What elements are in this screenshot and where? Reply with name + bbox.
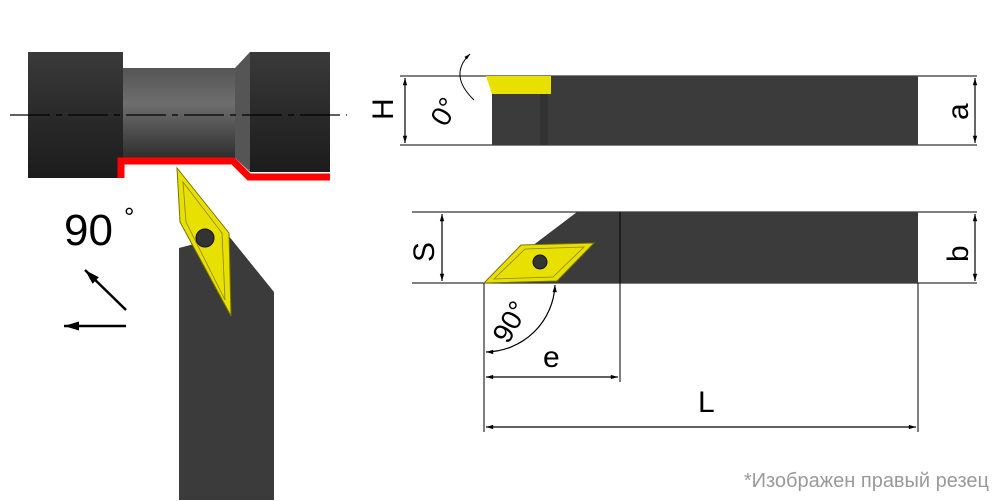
workpiece	[10, 52, 347, 181]
rake-angle-label: 0°	[424, 92, 464, 131]
dim-L-label: L	[698, 386, 715, 419]
machined-contour	[117, 157, 330, 181]
degree-symbol: °	[124, 202, 134, 232]
dim-b-label: b	[942, 245, 975, 262]
feed-arrow-diagonal	[84, 269, 127, 311]
dim-a-label: a	[942, 103, 975, 120]
approach-angle-label: 90	[64, 206, 113, 255]
footnote: *Изображен правый резец	[743, 470, 989, 492]
dim-H-label: H	[367, 98, 400, 120]
holder-top-view	[176, 166, 274, 500]
holder-side-view	[400, 53, 978, 146]
dim-e-label: e	[543, 341, 560, 374]
holder-plan-view	[412, 211, 978, 432]
insert-side	[486, 76, 551, 94]
insert-screw	[195, 228, 215, 248]
insert-angle-label: 90°	[486, 296, 534, 348]
dim-S-label: S	[408, 242, 441, 262]
